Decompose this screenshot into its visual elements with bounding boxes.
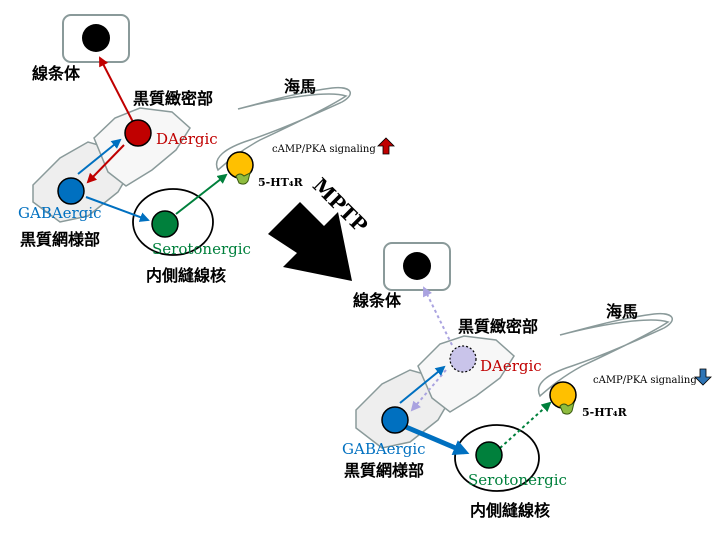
mptp-transition: MPTP: [268, 173, 372, 281]
bottom-panel: 線条体 黒質緻密部 海馬 内側縫線核 DAergic GABAergic 黒質網…: [342, 242, 712, 520]
top-da-to-striatum-arrow: [99, 56, 134, 123]
top-sero-label: Serotonergic: [152, 240, 251, 258]
bottom-gaba-to-sero-arrow-thick: [405, 424, 470, 455]
mptp-big-arrow: [268, 202, 352, 281]
top-snr-label: 黒質網様部: [20, 230, 100, 249]
bottom-hippocampus-outline: [537, 312, 673, 398]
bottom-raphe-label: 内側縫線核: [470, 501, 550, 520]
top-hippocampus-label: 海馬: [284, 77, 316, 96]
bottom-receptor-label: 5-HT₄R: [582, 406, 628, 419]
bottom-snr-label: 黒質網様部: [344, 461, 424, 480]
bottom-gaba-label: GABAergic: [342, 440, 426, 458]
top-gaba-label: GABAergic: [18, 204, 102, 222]
bottom-sero-neuron: [475, 441, 503, 469]
bottom-camp-down-arrow-icon: [694, 368, 712, 386]
bottom-striatum-neuron: [403, 252, 431, 280]
bottom-da-label: DAergic: [480, 357, 542, 375]
bottom-sero-label: Serotonergic: [468, 471, 567, 489]
bottom-snc-label: 黒質緻密部: [458, 317, 538, 336]
top-gaba-to-sero-arrow: [85, 196, 150, 222]
top-striatum-label: 線条体: [32, 64, 81, 83]
top-gaba-to-da-arrow: [77, 138, 122, 175]
bottom-sero-to-hippo-arrow: [499, 401, 552, 449]
bottom-da-to-gaba-arrow: [410, 369, 447, 412]
top-receptor-label: 5-HT₄R: [258, 176, 304, 189]
top-striatum-neuron: [82, 24, 110, 52]
top-5ht4r-receptor-icon: [235, 172, 251, 185]
bottom-gaba-neuron: [381, 406, 409, 434]
top-da-label: DAergic: [156, 130, 218, 148]
bottom-camp-label: cAMP/PKA signaling: [593, 375, 697, 386]
top-sero-to-hippo-arrow: [175, 173, 228, 215]
top-da-to-gaba-arrow: [86, 144, 125, 184]
bottom-striatum-label: 線条体: [353, 291, 402, 310]
bottom-da-neuron-lesioned: [449, 345, 477, 373]
top-camp-label: cAMP/PKA signaling: [272, 144, 376, 155]
top-da-neuron: [124, 119, 152, 147]
top-camp-up-arrow-icon: [377, 137, 395, 155]
top-snc-label: 黒質緻密部: [133, 89, 213, 108]
top-raphe-label: 内側縫線核: [146, 266, 226, 285]
bottom-hippocampus-label: 海馬: [606, 302, 638, 321]
top-gaba-neuron: [57, 177, 85, 205]
top-sero-neuron: [151, 210, 179, 238]
top-panel: 線条体 黒質緻密部 海馬 内側縫線核 DAergic GABAergic 黒質網…: [18, 14, 395, 285]
bottom-gaba-to-da-arrow: [399, 365, 446, 404]
bottom-5ht4r-receptor-icon: [559, 402, 575, 415]
bottom-da-to-striatum-arrow: [423, 286, 453, 346]
bottom-snc-region: [417, 335, 515, 413]
top-hippocampus-outline: [215, 86, 351, 172]
